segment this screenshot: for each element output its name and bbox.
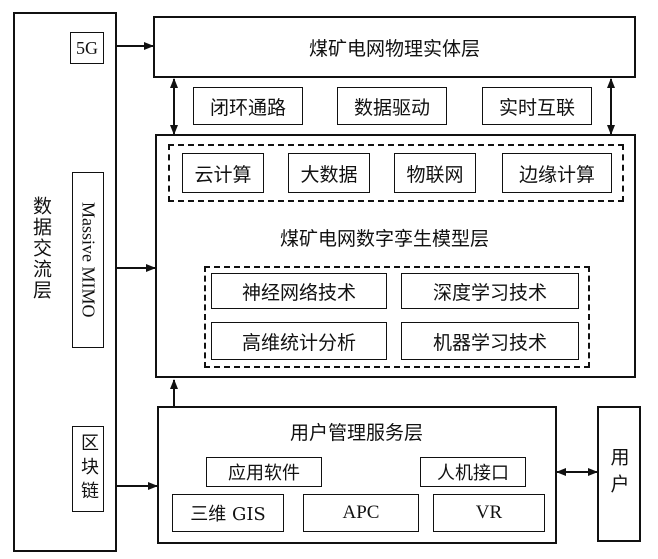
physical-entity-layer-title: 煤矿电网物理实体层 [308,37,480,60]
tech-big-data: 大数据 [288,153,370,193]
item-5g: 5G [70,32,104,64]
connector-closed-loop-label: 闭环通路 [209,96,286,119]
app-software-label: 应用软件 [228,463,300,484]
item-5g-label: 5G [76,37,98,58]
tech-machine-learning: 机器学习技术 [401,322,579,360]
twin-top-tech-group [168,144,624,202]
tech-neural-network: 神经网络技术 [211,273,387,309]
digital-twin-layer-title: 煤矿电网数字孪生模型层 [280,228,490,250]
tech-machine-learning-label: 机器学习技术 [432,331,547,354]
physical-entity-layer: 煤矿电网物理实体层 [153,16,636,78]
gis-3d-label: 三维 GIS [190,504,266,525]
gis-3d: 三维 GIS [172,494,284,532]
item-blockchain: 区块链 [72,426,104,512]
app-software: 应用软件 [206,457,322,487]
connector-realtime-interconnect: 实时互联 [482,87,592,125]
tech-iot-label: 物联网 [406,163,464,186]
vr-label: VR [475,502,503,523]
user-box: 用户 [597,406,641,542]
user-service-layer-title: 用户管理服务层 [290,422,424,444]
tech-neural-network-label: 神经网络技术 [241,281,356,304]
item-massive-mimo: Massive MIMO [72,172,104,348]
human-machine-interface: 人机接口 [420,457,526,487]
tech-edge-computing-label: 边缘计算 [518,163,595,186]
tech-deep-learning-label: 深度学习技术 [432,281,547,304]
tech-high-dim-statistics-label: 高维统计分析 [241,331,356,354]
connector-data-driven-label: 数据驱动 [353,96,430,119]
connector-realtime-interconnect-label: 实时互联 [498,96,575,119]
data-exchange-layer-title: 数据交流层 [30,196,52,301]
tech-big-data-label: 大数据 [300,163,358,186]
vr: VR [433,494,545,532]
item-massive-mimo-label: Massive MIMO [78,202,99,318]
apc-label: APC [342,502,380,523]
tech-iot: 物联网 [394,153,476,193]
human-machine-interface-label: 人机接口 [437,463,509,484]
tech-deep-learning: 深度学习技术 [401,273,579,309]
tech-cloud-computing: 云计算 [182,153,264,193]
tech-edge-computing: 边缘计算 [502,153,612,193]
connector-closed-loop: 闭环通路 [193,87,303,125]
item-blockchain-label: 区块链 [78,433,99,505]
tech-high-dim-statistics: 高维统计分析 [211,322,387,360]
twin-bottom-tech-group [204,266,590,368]
user-label: 用户 [607,447,630,501]
connector-data-driven: 数据驱动 [337,87,447,125]
apc: APC [303,494,419,532]
tech-cloud-computing-label: 云计算 [194,163,252,186]
